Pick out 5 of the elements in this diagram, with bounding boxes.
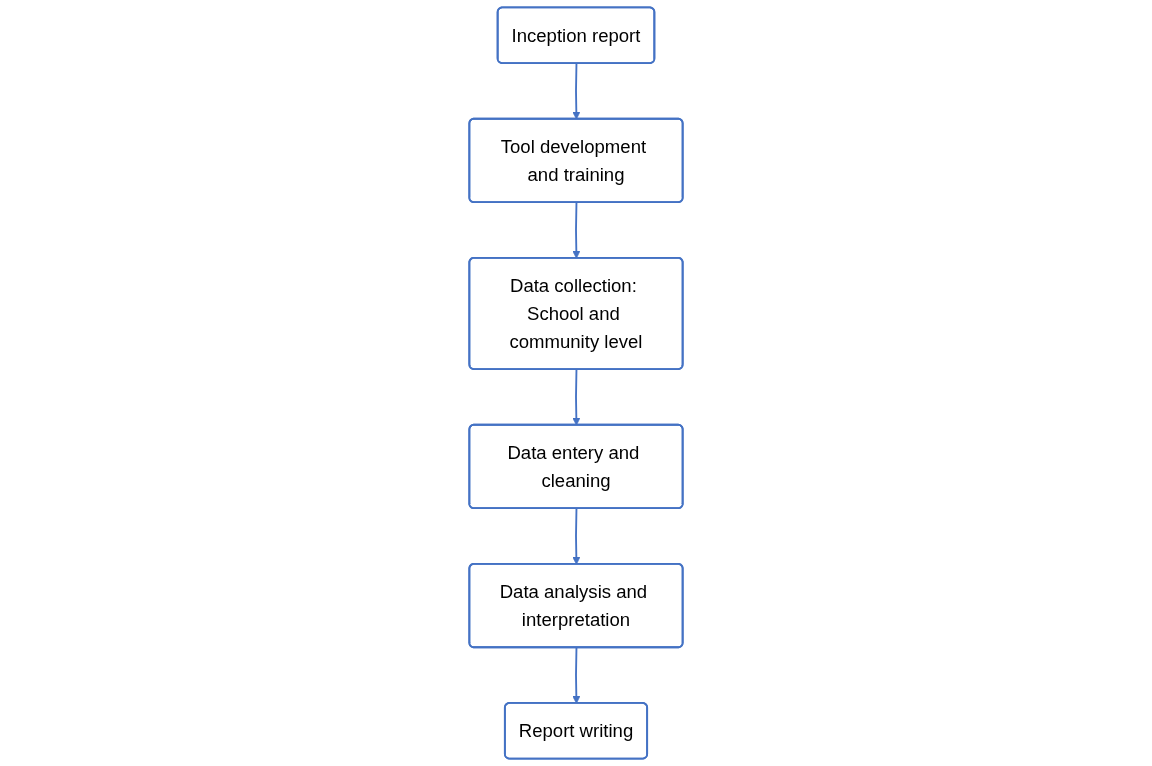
arrow — [572, 62, 581, 120]
arrow — [572, 368, 581, 426]
arrow — [572, 646, 581, 704]
arrow — [572, 507, 581, 565]
arrow — [572, 201, 581, 259]
